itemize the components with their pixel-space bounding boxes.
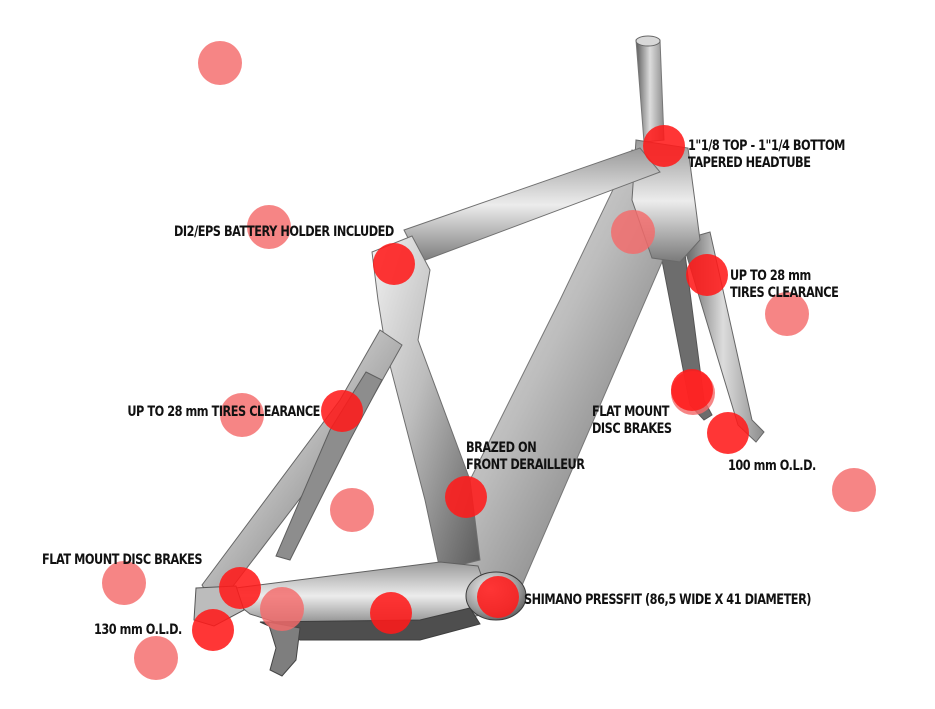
hotspot-headtube[interactable] <box>643 125 685 167</box>
chain-stay-lower <box>259 607 481 641</box>
label-rear-clearance: UP TO 28 mm TIRES CLEARANCE <box>127 404 320 421</box>
rear-old-line-1: 130 mm O.L.D. <box>94 622 182 638</box>
hotspot-faded-7[interactable] <box>832 468 876 512</box>
hotspot-front-brakes[interactable] <box>671 369 713 411</box>
rear-clearance-line-1: UP TO 28 mm TIRES CLEARANCE <box>127 404 320 420</box>
label-fork-clearance: UP TO 28 mm TIRES CLEARANCE <box>730 268 839 302</box>
hotspot-chainstay[interactable] <box>370 592 412 634</box>
derailleur-line-1: BRAZED ON <box>466 440 537 456</box>
hotspot-faded-5[interactable] <box>220 393 264 437</box>
hotspot-faded-2[interactable] <box>247 205 291 249</box>
hotspot-rear-old[interactable] <box>192 609 234 651</box>
label-rear-brakes: FLAT MOUNT DISC BRAKES <box>42 552 203 569</box>
label-headtube: 1"1/8 TOP - 1"1/4 BOTTOM TAPERED HEADTUB… <box>688 138 845 172</box>
front-old-line-1: 100 mm O.L.D. <box>728 458 816 474</box>
hotspot-faded-4[interactable] <box>765 292 809 336</box>
hotspot-faded-10[interactable] <box>134 636 178 680</box>
hotspot-faded-1[interactable] <box>198 41 242 85</box>
headtube-line-2: TAPERED HEADTUBE <box>688 155 811 171</box>
hotspot-faded-6[interactable] <box>330 488 374 532</box>
hotspot-bottom-bracket[interactable] <box>477 576 519 618</box>
rear-brakes-line-1: FLAT MOUNT DISC BRAKES <box>42 552 203 568</box>
hotspot-faded-8[interactable] <box>102 561 146 605</box>
front-brakes-line-2: DISC BRAKES <box>592 421 672 437</box>
label-bottom-bracket: SHIMANO PRESSFIT (86,5 WIDE X 41 DIAMETE… <box>524 592 811 609</box>
headtube-line-1: 1"1/8 TOP - 1"1/4 BOTTOM <box>688 138 845 154</box>
hotspot-front-old[interactable] <box>707 412 749 454</box>
derailleur-hanger <box>267 621 301 677</box>
hotspot-battery[interactable] <box>373 243 415 285</box>
seat-stay <box>201 329 403 599</box>
active-hotspots <box>192 125 749 651</box>
steerer-top <box>635 35 661 47</box>
seat-tube <box>371 235 481 571</box>
faded-hotspots <box>102 41 876 680</box>
label-front-old: 100 mm O.L.D. <box>728 458 816 475</box>
hotspot-faded-3[interactable] <box>611 210 655 254</box>
hotspot-rear-brakes[interactable] <box>219 567 261 609</box>
hotspot-derailleur[interactable] <box>445 476 487 518</box>
label-front-derailleur: BRAZED ON FRONT DERAILLEUR <box>466 440 585 474</box>
label-battery-holder: DI2/EPS BATTERY HOLDER INCLUDED <box>174 224 394 241</box>
front-brakes-line-1: FLAT MOUNT <box>592 404 670 420</box>
hotspot-fork-clearance[interactable] <box>686 254 728 296</box>
label-front-brakes: FLAT MOUNT DISC BRAKES <box>592 404 672 438</box>
derailleur-line-2: FRONT DERAILLEUR <box>466 457 585 473</box>
fork-clearance-line-2: TIRES CLEARANCE <box>730 285 839 301</box>
label-rear-old: 130 mm O.L.D. <box>94 622 182 639</box>
bottom-bracket-line-1: SHIMANO PRESSFIT (86,5 WIDE X 41 DIAMETE… <box>524 592 812 608</box>
hotspot-faded-9[interactable] <box>260 587 304 631</box>
hotspot-rear-clearance[interactable] <box>321 390 363 432</box>
fork-clearance-line-1: UP TO 28 mm <box>730 268 811 284</box>
battery-line-1: DI2/EPS BATTERY HOLDER INCLUDED <box>174 224 394 240</box>
